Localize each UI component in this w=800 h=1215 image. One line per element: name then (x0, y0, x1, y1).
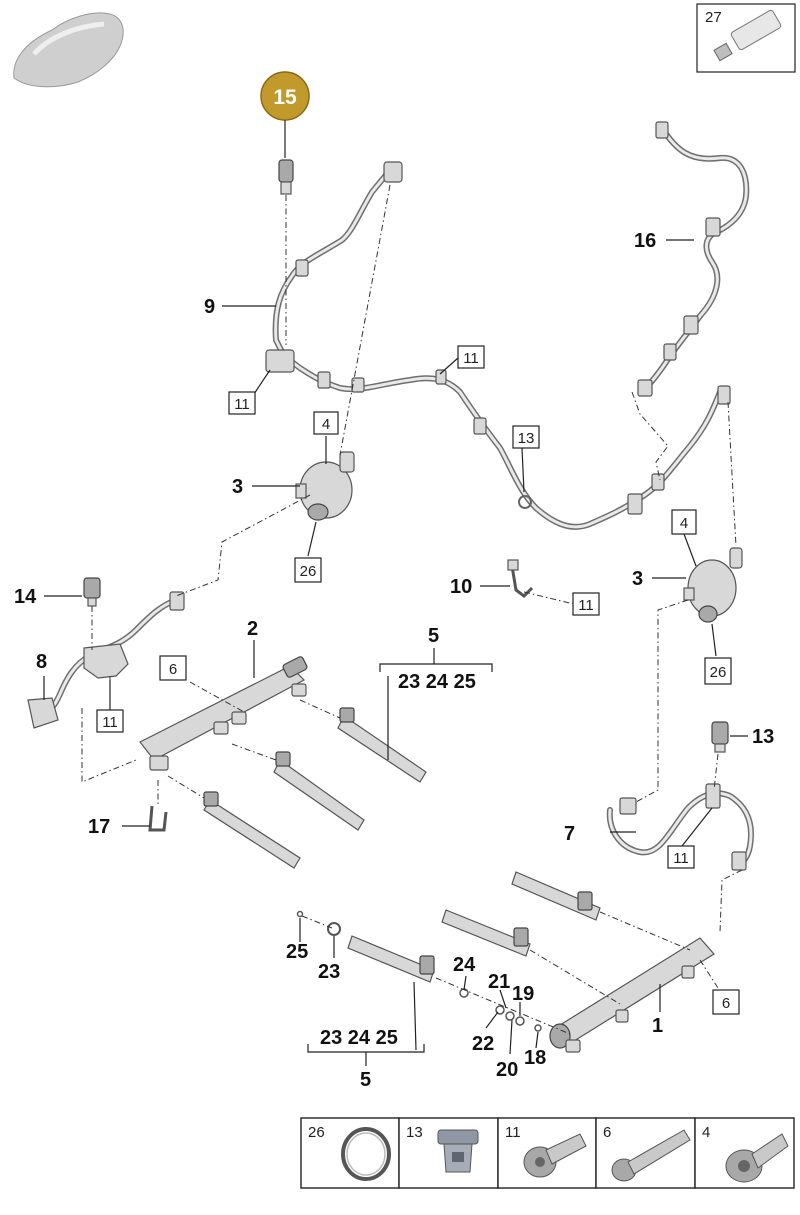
callout-24[interactable]: 24 (453, 954, 476, 976)
box-4-b[interactable]: 4 (671, 509, 697, 535)
legend-cell-26[interactable] (300, 1117, 400, 1189)
callout-18[interactable]: 18 (524, 1047, 546, 1069)
callout-9[interactable]: 9 (204, 296, 215, 318)
svg-text:6: 6 (169, 661, 177, 678)
highlight-badge-15[interactable]: 15 (260, 71, 310, 158)
fuel-line-9 (265, 161, 731, 530)
group-5-upper-items: 23 24 25 (398, 671, 476, 693)
callout-22[interactable]: 22 (472, 1033, 494, 1055)
assembly-lines (81, 184, 743, 1035)
tube-icon (713, 9, 782, 62)
o-ring-icon (341, 1127, 391, 1181)
box-11-e[interactable]: 11 (667, 845, 695, 869)
callout-20[interactable]: 20 (496, 1059, 518, 1081)
callout-10[interactable]: 10 (450, 576, 472, 598)
box-11-b[interactable]: 11 (457, 345, 485, 369)
part-27-label: 27 (705, 9, 722, 26)
callout-7[interactable]: 7 (564, 823, 575, 845)
plug-icon (437, 1129, 479, 1173)
group-bracket-5-lower (307, 1044, 425, 1053)
fuel-rail-2 (139, 656, 308, 771)
fuel-line-16 (637, 121, 750, 397)
box-13-a[interactable]: 13 (512, 425, 540, 449)
bracket-17 (148, 805, 168, 832)
svg-text:11: 11 (234, 396, 250, 413)
legend-strip: 26 13 11 6 4 (300, 1117, 795, 1189)
box-11-d[interactable]: 11 (96, 709, 124, 733)
injector-upper-b (273, 751, 365, 831)
callout-17[interactable]: 17 (88, 816, 110, 838)
fuel-rail-1 (549, 937, 715, 1053)
leader-lines (43, 239, 748, 1066)
part-27-box[interactable]: 27 (696, 3, 796, 73)
injector-lower-b (441, 909, 531, 957)
box-6-a[interactable]: 6 (159, 655, 187, 681)
svg-text:11: 11 (463, 350, 479, 367)
legend-label-26: 26 (308, 1124, 325, 1141)
high-pressure-pump-3-right (683, 547, 743, 623)
injector-upper-c (203, 791, 301, 869)
box-6-b[interactable]: 6 (712, 989, 740, 1015)
legend-label-13: 13 (406, 1124, 423, 1141)
callout-25[interactable]: 25 (286, 941, 308, 963)
legend-label-4: 4 (702, 1124, 710, 1141)
callout-14[interactable]: 14 (14, 586, 37, 608)
group-5-lower-items: 23 24 25 (320, 1027, 398, 1049)
svg-text:15: 15 (273, 86, 297, 109)
svg-text:11: 11 (673, 850, 689, 867)
box-26-b[interactable]: 26 (704, 657, 732, 685)
high-pressure-pump-3-left (295, 451, 355, 521)
callout-5-lower[interactable]: 5 (360, 1069, 371, 1091)
long-bolt-icon (611, 1129, 691, 1182)
callout-16[interactable]: 16 (634, 230, 656, 252)
injector-lower-a (511, 871, 601, 921)
svg-text:4: 4 (322, 416, 330, 433)
svg-text:11: 11 (102, 714, 118, 731)
callout-3-right[interactable]: 3 (632, 568, 643, 590)
box-4-a[interactable]: 4 (313, 411, 339, 435)
callout-2[interactable]: 2 (247, 618, 258, 640)
callout-1[interactable]: 1 (652, 1015, 663, 1037)
injector-upper-a (337, 707, 427, 783)
torx-bolt-icon (725, 1133, 789, 1183)
box-11-c[interactable]: 11 (572, 592, 600, 616)
fuel-line-7 (606, 783, 754, 871)
sensor-15 (278, 159, 294, 195)
callout-13[interactable]: 13 (752, 726, 774, 748)
box-11-a[interactable]: 11 (228, 391, 256, 415)
svg-text:11: 11 (578, 597, 594, 614)
svg-text:6: 6 (722, 995, 730, 1012)
svg-text:4: 4 (680, 515, 688, 532)
group-bracket-5-upper (379, 663, 493, 672)
boxed-labels: 11 11 13 4 26 11 4 26 6 11 11 6 (96, 345, 740, 1015)
svg-text:26: 26 (710, 664, 727, 681)
legend-label-11: 11 (505, 1124, 521, 1141)
callout-8[interactable]: 8 (36, 651, 47, 673)
clip-10 (507, 559, 534, 598)
callout-21[interactable]: 21 (488, 971, 510, 993)
callout-23[interactable]: 23 (318, 961, 340, 983)
car-silhouette-icon (13, 12, 124, 88)
box-26-a[interactable]: 26 (294, 557, 322, 583)
callout-5-upper[interactable]: 5 (428, 625, 439, 647)
sensor-13 (711, 721, 729, 753)
short-bolt-icon (523, 1133, 587, 1178)
callout-19[interactable]: 19 (512, 983, 534, 1005)
injector-lower-c (347, 935, 435, 983)
callout-labels: 9 16 3 3 10 14 8 2 5 23 24 25 17 7 13 25… (14, 230, 774, 1091)
fuel-line-8 (27, 591, 185, 729)
callout-3-left[interactable]: 3 (232, 476, 243, 498)
sensor-14 (83, 577, 101, 607)
svg-text:13: 13 (518, 430, 535, 447)
legend-label-6: 6 (603, 1124, 611, 1141)
svg-text:26: 26 (300, 563, 317, 580)
